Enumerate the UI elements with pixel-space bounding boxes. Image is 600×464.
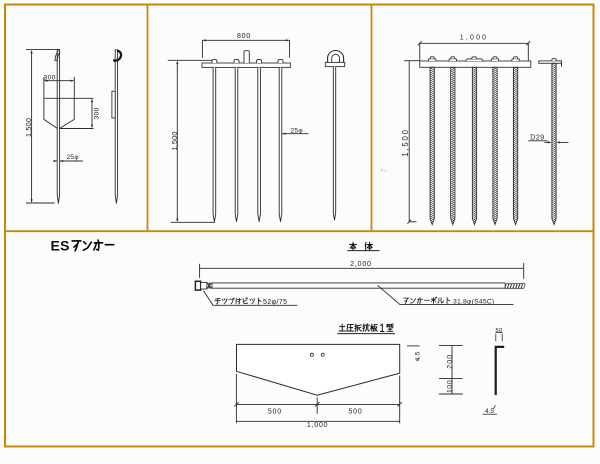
- svg-text:52φ/75: 52φ/75: [263, 299, 287, 306]
- svg-text:4.5: 4.5: [414, 351, 421, 361]
- svg-text:300: 300: [44, 74, 56, 81]
- svg-text:D29: D29: [530, 134, 544, 141]
- svg-text:1,000: 1,000: [307, 422, 329, 429]
- svg-text:ES: ES: [51, 238, 70, 254]
- svg-text:2,000: 2,000: [350, 261, 372, 268]
- svg-text:500: 500: [348, 408, 362, 415]
- svg-text:200: 200: [445, 354, 454, 369]
- svg-text:25φ: 25φ: [67, 154, 79, 161]
- svg-text:1,000: 1,000: [460, 35, 489, 42]
- svg-text:800: 800: [237, 33, 251, 40]
- svg-text:4.5: 4.5: [485, 408, 494, 415]
- svg-text:1,500: 1,500: [24, 118, 33, 137]
- svg-text:500: 500: [268, 408, 282, 415]
- svg-text:1,500: 1,500: [401, 128, 410, 157]
- svg-text:50: 50: [495, 328, 502, 334]
- svg-text:31.8φ(S45C): 31.8φ(S45C): [453, 299, 494, 306]
- svg-text:100: 100: [445, 380, 454, 393]
- svg-text:1,500: 1,500: [170, 131, 179, 150]
- svg-text:25φ: 25φ: [291, 127, 303, 134]
- svg-text:300: 300: [94, 107, 101, 119]
